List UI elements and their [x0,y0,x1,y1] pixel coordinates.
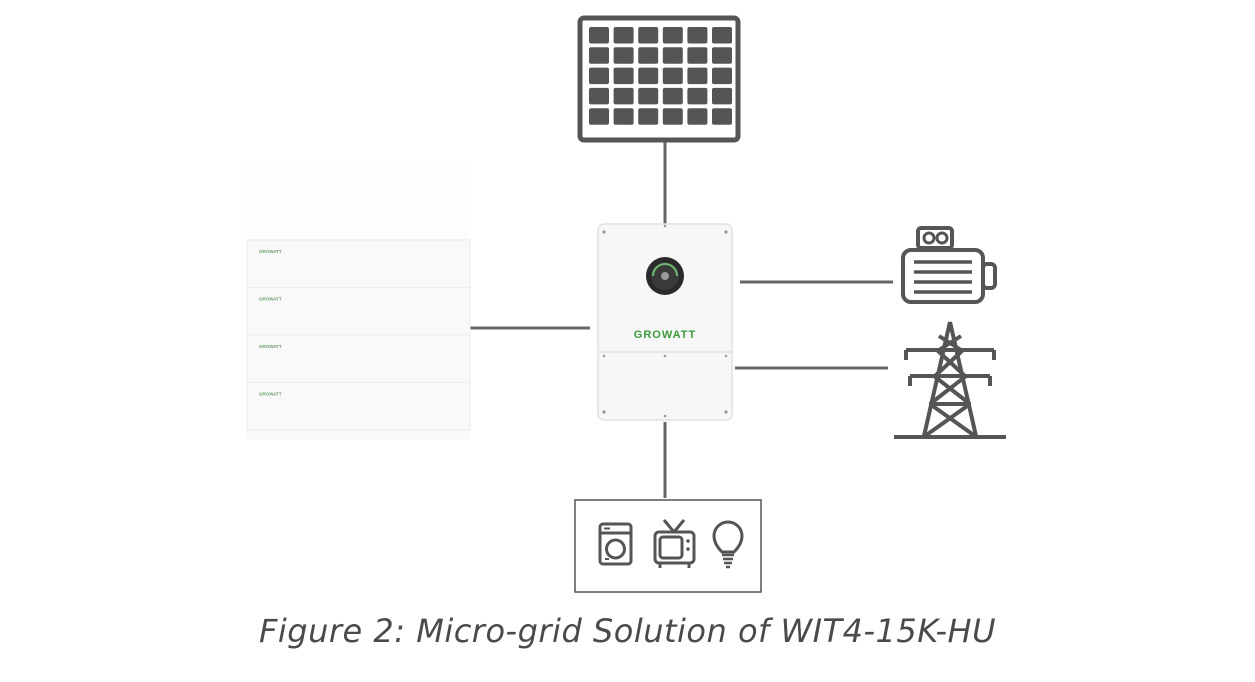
solar-cell [662,27,683,44]
figure-caption: Figure 2: Micro-grid Solution of WIT4-15… [258,612,997,650]
battery-module: GROWATT [246,287,471,336]
solar-cell [687,108,708,125]
television-icon [653,519,696,568]
solar-cell [712,108,732,125]
solar-cell [687,87,708,105]
battery-brand-label: GROWATT [259,392,282,397]
solar-cell [613,87,634,105]
inverter-brand-label: GROWATT [634,329,696,341]
battery-stack: GROWATT GROWATT GROWATT GROWATT [246,160,471,440]
battery-brand-label: GROWATT [259,344,282,349]
connection-lines [470,140,893,498]
solar-cell [638,87,659,105]
solar-cell [687,47,708,64]
battery-module: GROWATT [246,334,471,383]
solar-cell [589,47,609,64]
solar-cell [662,47,683,64]
solar-cell [712,87,732,105]
solar-cell [589,108,609,125]
solar-cell [613,27,634,44]
solar-cell [638,47,659,64]
solar-cell [712,47,732,64]
solar-cell [662,108,683,125]
inverter-screws [602,224,728,418]
solar-cell [589,87,609,105]
solar-cell [687,67,708,85]
solar-cell [589,27,609,44]
solar-cell [712,67,732,85]
solar-cell [638,67,659,85]
solar-cell [613,108,634,125]
solar-cell [662,87,683,105]
transmission-tower-icon [894,321,1006,439]
battery-module: GROWATT [246,382,471,431]
solar-cell [589,67,609,85]
inverter-display [646,257,684,295]
solar-cell [613,47,634,64]
inverter-unit: GROWATT [597,223,733,421]
solar-cell [613,67,634,85]
solar-cell [638,27,659,44]
solar-cell [712,27,732,44]
light-bulb-icon [712,520,744,569]
washing-machine-icon [598,522,633,566]
motor-icon [901,226,997,304]
solar-cell [638,108,659,125]
battery-brand-label: GROWATT [259,297,282,302]
solar-cell [687,27,708,44]
solar-panel-icon [577,15,741,143]
household-loads [574,499,762,593]
battery-brand-label: GROWATT [259,249,282,254]
solar-cell [662,67,683,85]
battery-module: GROWATT [246,239,471,288]
